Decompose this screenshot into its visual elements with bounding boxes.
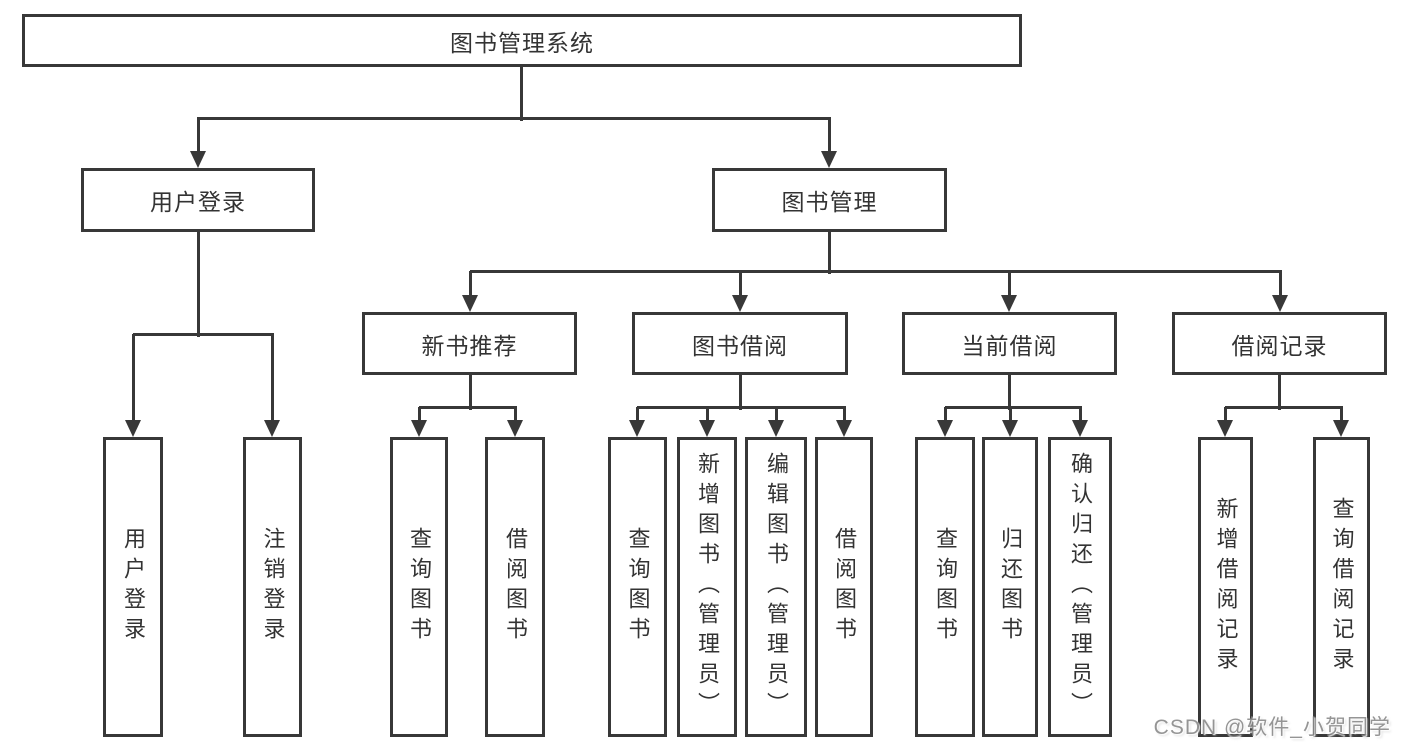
connector-line-vertical [513, 407, 517, 423]
arrowhead-down-icon [411, 420, 427, 437]
arrowhead-down-icon [629, 420, 645, 437]
connector-line-vertical [1277, 375, 1281, 410]
connector-line-vertical [1223, 407, 1227, 423]
connector-line-horizontal [470, 269, 1282, 273]
arrowhead-down-icon [768, 420, 784, 437]
connector-line-vertical [417, 407, 421, 423]
arrowhead-down-icon [462, 295, 478, 312]
node-label: 用户登录 [150, 189, 246, 215]
leaf-user-login: 用户登录 [103, 437, 163, 737]
connector-line-vertical [196, 118, 200, 154]
connector-line-vertical [468, 271, 472, 298]
connector-line-horizontal [133, 332, 274, 336]
connector-line-vertical [635, 407, 639, 423]
node-label: 查询图书 [625, 527, 651, 647]
node-label: 新增借阅记录 [1213, 497, 1239, 677]
node-label: 确认归还（管理员） [1068, 452, 1093, 722]
csdn-watermark: CSDN @软件_小贺同学 [1153, 716, 1391, 739]
connector-line-horizontal [419, 405, 517, 409]
node-label: 查询借阅记录 [1329, 497, 1355, 677]
node-label: 图书管理 [781, 189, 878, 215]
node-label: 借阅图书 [832, 527, 857, 647]
connector-line-vertical [943, 407, 947, 423]
leaf-add-borrow-record: 新增借阅记录 [1198, 437, 1253, 737]
node-label: 归还图书 [998, 527, 1023, 647]
leaf-add-books-admin: 新增图书（管理员） [677, 437, 737, 737]
connector-line-vertical [270, 334, 274, 422]
connector-line-vertical [131, 334, 135, 422]
node-current-borrowing: 当前借阅 [902, 312, 1117, 375]
arrowhead-down-icon [821, 151, 837, 168]
node-label: 借阅记录 [1231, 332, 1328, 359]
connector-line-vertical [1278, 271, 1282, 298]
arrowhead-down-icon [125, 420, 141, 437]
node-new-book-recommend: 新书推荐 [362, 312, 577, 375]
leaf-confirm-return-admin: 确认归还（管理员） [1048, 437, 1112, 737]
arrowhead-down-icon [1333, 420, 1349, 437]
arrowhead-down-icon [1001, 295, 1017, 312]
node-label: 借阅图书 [503, 527, 528, 647]
node-label: 用户登录 [121, 527, 146, 647]
arrowhead-down-icon [1217, 420, 1233, 437]
connector-line-vertical [738, 375, 742, 410]
leaf-borrow-books: 借阅图书 [815, 437, 873, 737]
leaf-query-books-borrow: 查询图书 [608, 437, 667, 737]
leaf-query-borrow-record: 查询借阅记录 [1313, 437, 1370, 737]
node-label: 当前借阅 [961, 332, 1058, 359]
connector-line-vertical [738, 271, 742, 298]
node-label: 图书管理系统 [450, 29, 594, 56]
connector-line-horizontal [637, 405, 846, 409]
node-label: 新书推荐 [421, 332, 518, 359]
connector-line-vertical [1078, 407, 1082, 423]
node-label: 编辑图书（管理员） [764, 452, 789, 722]
leaf-edit-books-admin: 编辑图书（管理员） [745, 437, 807, 737]
node-book-management-module: 图书管理 [712, 168, 947, 232]
node-book-borrowing: 图书借阅 [632, 312, 848, 375]
connector-line-horizontal [197, 116, 831, 120]
arrowhead-down-icon [190, 151, 206, 168]
connector-line-vertical [774, 407, 778, 423]
connector-line-vertical [827, 232, 831, 274]
arrowhead-down-icon [1072, 420, 1088, 437]
node-label: 查询图书 [407, 527, 432, 647]
connector-line-vertical [1007, 375, 1011, 410]
leaf-return-books: 归还图书 [982, 437, 1038, 737]
connector-line-horizontal [1225, 405, 1343, 409]
node-user-login-module: 用户登录 [81, 168, 315, 232]
connector-line-vertical [519, 65, 523, 121]
node-label: 新增图书（管理员） [695, 452, 720, 722]
node-borrowing-records: 借阅记录 [1172, 312, 1387, 375]
connector-line-vertical [842, 407, 846, 423]
connector-line-vertical [1008, 407, 1012, 423]
arrowhead-down-icon [264, 420, 280, 437]
arrowhead-down-icon [836, 420, 852, 437]
leaf-query-books-recommend: 查询图书 [390, 437, 448, 737]
connector-line-horizontal [945, 405, 1082, 409]
arrowhead-down-icon [699, 420, 715, 437]
arrowhead-down-icon [732, 295, 748, 312]
arrowhead-down-icon [507, 420, 523, 437]
node-label: 查询图书 [933, 527, 958, 647]
arrowhead-down-icon [1002, 420, 1018, 437]
connector-line-vertical [705, 407, 709, 423]
arrowhead-down-icon [937, 420, 953, 437]
arrowhead-down-icon [1272, 295, 1288, 312]
connector-line-vertical [1007, 271, 1011, 298]
node-label: 图书借阅 [692, 332, 788, 359]
leaf-logout: 注销登录 [243, 437, 302, 737]
leaf-borrow-books-recommend: 借阅图书 [485, 437, 545, 737]
node-root-library-management-system: 图书管理系统 [22, 14, 1022, 67]
connector-line-vertical [827, 118, 831, 154]
leaf-query-books-current: 查询图书 [915, 437, 975, 737]
connector-line-vertical [196, 232, 200, 337]
connector-line-vertical [468, 375, 472, 410]
connector-line-vertical [1339, 407, 1343, 423]
node-label: 注销登录 [260, 527, 286, 647]
